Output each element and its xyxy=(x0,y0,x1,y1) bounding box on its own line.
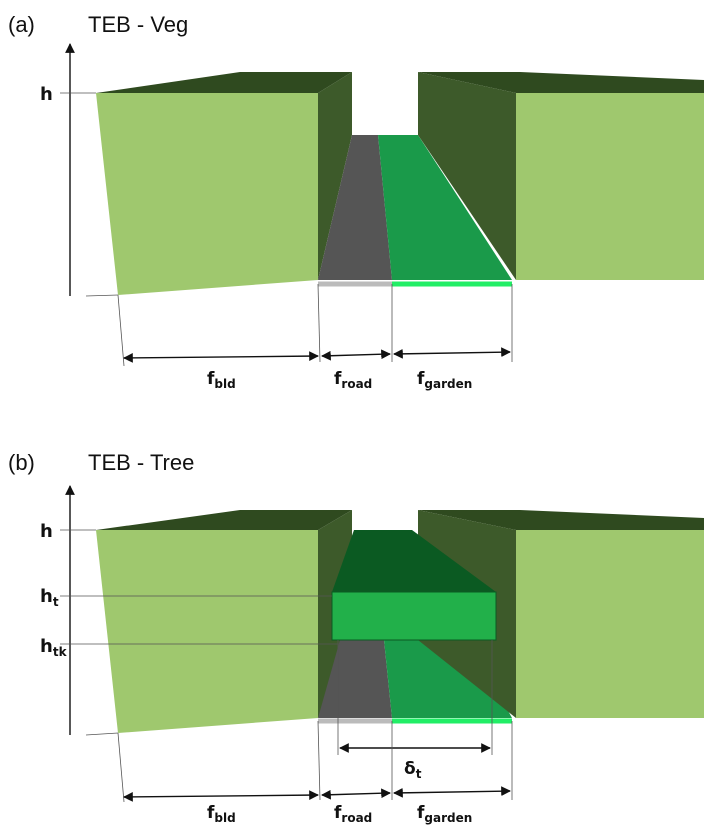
panel-b-garden-arrow xyxy=(393,786,511,798)
panel-b-left-building-front xyxy=(96,530,318,733)
panel-b-right-building-front xyxy=(516,530,704,718)
panel-b: (b) TEB - Tree h ht htk δt xyxy=(8,450,704,825)
panel-b-fgarden-label: fgarden xyxy=(417,803,472,825)
panel-a-label: (a) xyxy=(8,12,35,37)
panel-b-froad-label: froad xyxy=(334,803,372,825)
panel-b-road-guide xyxy=(317,720,321,801)
panel-b-tree-crown-top xyxy=(332,530,496,592)
panel-a-fbld-label: fbld xyxy=(207,369,236,391)
panel-b-base-guide xyxy=(85,732,119,736)
panel-b-bld-guide xyxy=(117,732,125,803)
panel-a-road-guide xyxy=(317,283,321,363)
panel-a-bld-guide xyxy=(117,294,125,367)
panel-b-fbld-label: fbld xyxy=(207,803,236,825)
panel-a-left-building-side xyxy=(318,72,352,280)
panel-b-road-arrow xyxy=(321,788,391,800)
panel-a: (a) TEB - Veg h fbld froad fgarden xyxy=(8,12,704,391)
panel-b-left-building-top xyxy=(96,510,352,530)
panel-b-ht-label: ht xyxy=(40,586,59,609)
panel-a-froad-label: froad xyxy=(334,369,372,391)
panel-a-h-label: h xyxy=(40,84,53,105)
panel-a-left-building-top xyxy=(96,72,352,93)
panel-a-garden-arrow xyxy=(393,347,511,359)
panel-b-bld-arrow xyxy=(123,790,319,802)
panel-a-left-building-front xyxy=(96,93,318,295)
panel-b-right-building-top xyxy=(418,510,704,530)
panel-b-tree-crown-front xyxy=(331,591,497,641)
panel-a-road xyxy=(318,135,392,280)
panel-a-bld-arrow xyxy=(123,351,319,363)
panel-a-right-building-front xyxy=(516,93,704,280)
panel-a-base-guide xyxy=(85,294,119,297)
panel-a-right-building-top xyxy=(418,72,704,93)
panel-b-label: (b) xyxy=(8,450,35,475)
panel-b-h-label: h xyxy=(40,521,53,542)
panel-a-road-arrow xyxy=(321,349,391,361)
panel-a-garden xyxy=(378,135,512,280)
panel-b-delta-label: δt xyxy=(404,759,422,781)
panel-b-road xyxy=(318,640,392,718)
panel-a-title: TEB - Veg xyxy=(88,12,188,37)
panel-b-htk-label: htk xyxy=(40,636,68,659)
panel-a-right-building-side xyxy=(418,72,516,280)
panel-b-title: TEB - Tree xyxy=(88,450,194,475)
panel-a-fgarden-label: fgarden xyxy=(417,369,472,391)
